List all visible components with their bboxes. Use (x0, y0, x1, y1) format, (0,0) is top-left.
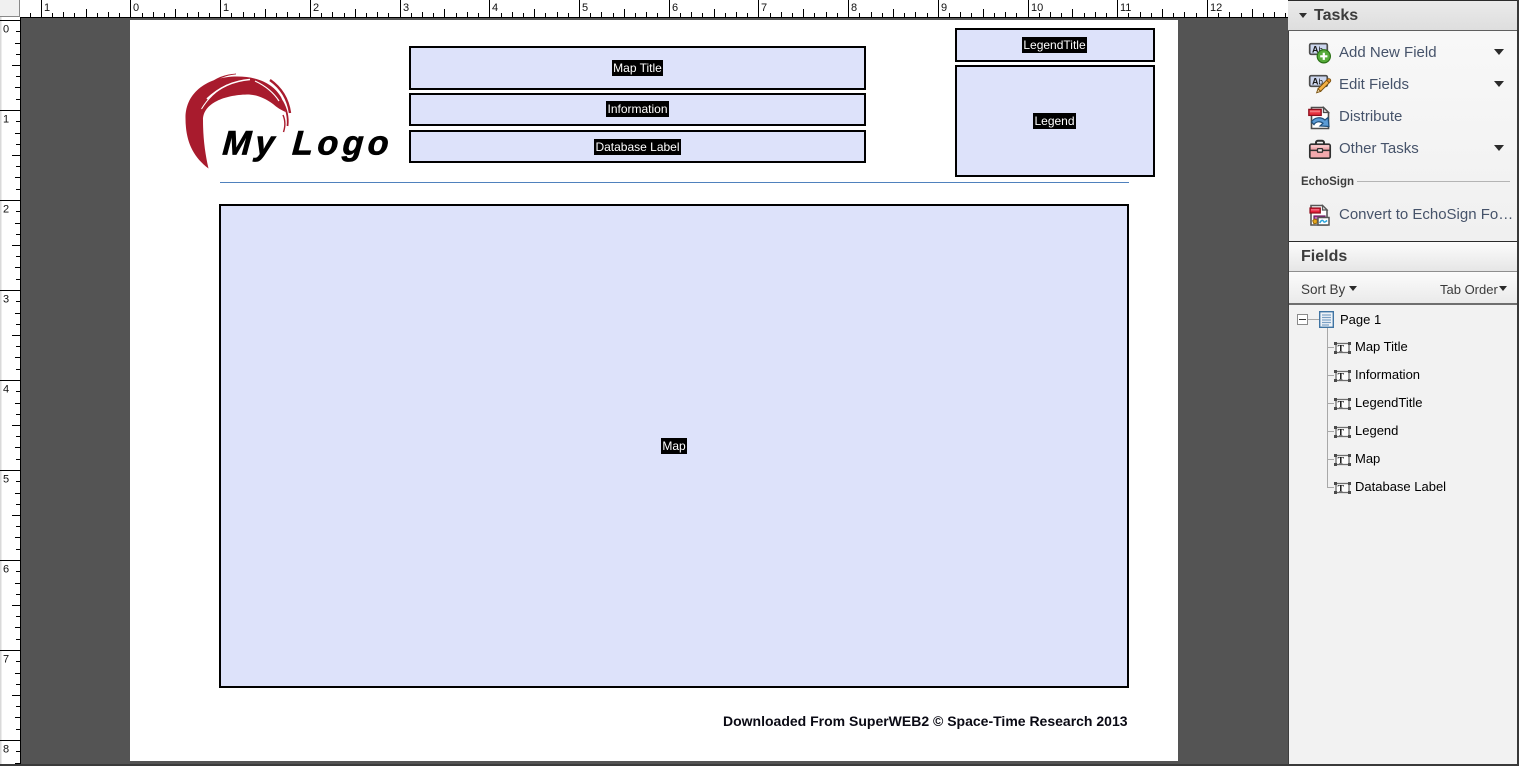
svg-text:2: 2 (313, 2, 319, 14)
svg-text:5: 5 (3, 474, 9, 486)
svg-text:9: 9 (941, 2, 947, 14)
svg-text:3: 3 (403, 2, 409, 14)
svg-text:10: 10 (1031, 2, 1043, 14)
svg-text:A: A (1312, 77, 1319, 87)
svg-text:A: A (1312, 45, 1319, 55)
svg-text:11: 11 (1120, 2, 1131, 14)
svg-text:T: T (1338, 372, 1345, 382)
svg-text:T: T (1338, 484, 1345, 494)
svg-text:7: 7 (3, 654, 9, 666)
svg-text:1: 1 (44, 2, 50, 14)
svg-text:6: 6 (672, 2, 678, 14)
svg-text:My Logo: My Logo (221, 125, 390, 163)
svg-text:4: 4 (3, 384, 9, 396)
svg-text:3: 3 (3, 294, 9, 306)
svg-text:8: 8 (851, 2, 857, 14)
svg-text:0: 0 (133, 2, 139, 14)
svg-text:5: 5 (582, 2, 588, 14)
svg-text:12: 12 (1210, 2, 1222, 14)
svg-text:8: 8 (3, 744, 9, 756)
svg-text:7: 7 (761, 2, 767, 14)
svg-text:0: 0 (3, 24, 9, 36)
svg-text:1: 1 (3, 114, 9, 126)
svg-text:b: b (1319, 78, 1324, 87)
svg-text:T: T (1338, 400, 1345, 410)
svg-text:4: 4 (492, 2, 498, 14)
svg-text:1: 1 (223, 2, 229, 14)
svg-text:T: T (1338, 428, 1345, 438)
svg-text:6: 6 (3, 564, 9, 576)
svg-text:T: T (1338, 344, 1345, 354)
svg-text:2: 2 (3, 204, 9, 216)
svg-text:T: T (1338, 456, 1345, 466)
